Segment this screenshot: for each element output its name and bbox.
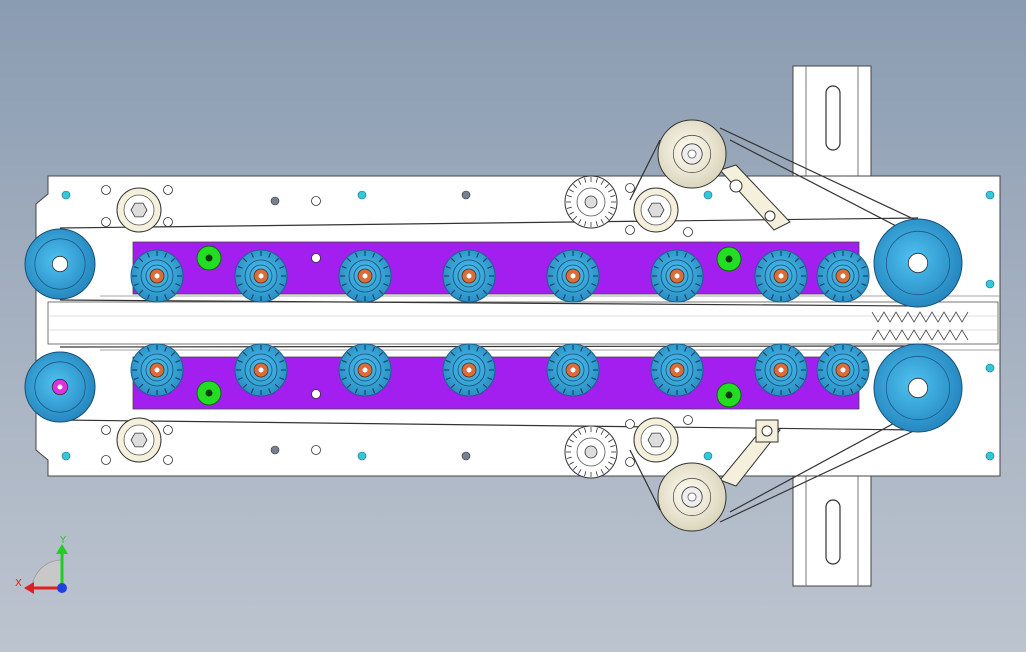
upper-roller-4 [442, 249, 496, 303]
mount-hole-5 [311, 196, 321, 206]
mount-hole-1 [101, 185, 111, 195]
cyan-hole-8 [985, 451, 995, 461]
lower-roller-2 [234, 343, 288, 397]
cyan-hole-5 [61, 451, 71, 461]
cyan-hole-10 [703, 451, 713, 461]
upper-roller-2 [234, 249, 288, 303]
mount-hole-2 [163, 185, 173, 195]
fastener-holes [61, 183, 995, 467]
mount-hole-16 [683, 415, 693, 425]
upper-roller-8 [816, 249, 870, 303]
hex-bolt-lower-left [116, 417, 162, 463]
left-drive-pulley-lower [24, 351, 96, 423]
green-sensor-1 [196, 245, 222, 271]
mount-hole-6 [625, 183, 635, 193]
pulley-set [24, 218, 963, 433]
tensioner-arm-upper [719, 164, 791, 231]
sprocket-upper [564, 175, 618, 229]
cyan-hole-9 [703, 190, 713, 200]
mount-hole-9 [101, 425, 111, 435]
upper-roller-5 [546, 249, 600, 303]
mount-hole-10 [163, 425, 173, 435]
lower-roller-6 [650, 343, 704, 397]
lower-roller-1 [130, 343, 184, 397]
coordinate-triad: Y X [15, 535, 68, 594]
green-sensor-4 [716, 382, 742, 408]
lower-roller-4 [442, 343, 496, 397]
tensioner-idler-lower [657, 462, 727, 532]
upper-roller-1 [130, 249, 184, 303]
right-drive-pulley-upper [873, 218, 963, 308]
timing-belt [871, 311, 969, 341]
green-sensor-3 [196, 380, 222, 406]
grey-hole-4 [461, 451, 471, 461]
bracket-slot-top [825, 85, 841, 151]
roller-set [130, 245, 870, 408]
y-axis-label: Y [59, 535, 67, 546]
cyan-hole-2 [357, 190, 367, 200]
hex-bolt-lower-mid [633, 417, 679, 463]
idler-set [116, 119, 727, 532]
upper-roller-7 [754, 249, 808, 303]
left-drive-pulley-upper [24, 228, 96, 300]
upper-roller-3 [338, 249, 392, 303]
grey-hole-2 [461, 190, 471, 200]
mount-hole-7 [625, 225, 635, 235]
z-axis-dot [57, 583, 67, 593]
mount-hole-13 [311, 445, 321, 455]
mount-hole-15 [625, 457, 635, 467]
tensioner-arm-lower [719, 419, 781, 487]
tensioner-idler-upper [657, 119, 727, 189]
hex-bolt-upper-left [116, 187, 162, 233]
green-sensor-2 [716, 246, 742, 272]
grey-hole-1 [270, 196, 280, 206]
mount-hole-14 [625, 419, 635, 429]
cyan-hole-1 [61, 190, 71, 200]
lower-roller-7 [754, 343, 808, 397]
hex-bolt-upper-mid [633, 187, 679, 233]
lower-roller-8 [816, 343, 870, 397]
mount-hole-4 [163, 217, 173, 227]
mount-hole-12 [163, 455, 173, 465]
mount-hole-17 [311, 253, 321, 263]
cyan-hole-4 [985, 279, 995, 289]
x-axis-label: X [15, 578, 22, 589]
grey-hole-3 [270, 445, 280, 455]
cyan-hole-7 [985, 363, 995, 373]
lower-roller-5 [546, 343, 600, 397]
sprocket-lower [564, 425, 618, 479]
cyan-hole-3 [985, 190, 995, 200]
frame-plate [35, 175, 1001, 477]
mount-hole-8 [683, 227, 693, 237]
right-drive-pulley-lower [873, 343, 963, 433]
mount-hole-11 [101, 455, 111, 465]
cyan-hole-6 [357, 451, 367, 461]
mount-hole-3 [101, 217, 111, 227]
lower-roller-3 [338, 343, 392, 397]
mount-hole-18 [311, 389, 321, 399]
bracket-slot-bottom [825, 499, 841, 565]
upper-roller-6 [650, 249, 704, 303]
